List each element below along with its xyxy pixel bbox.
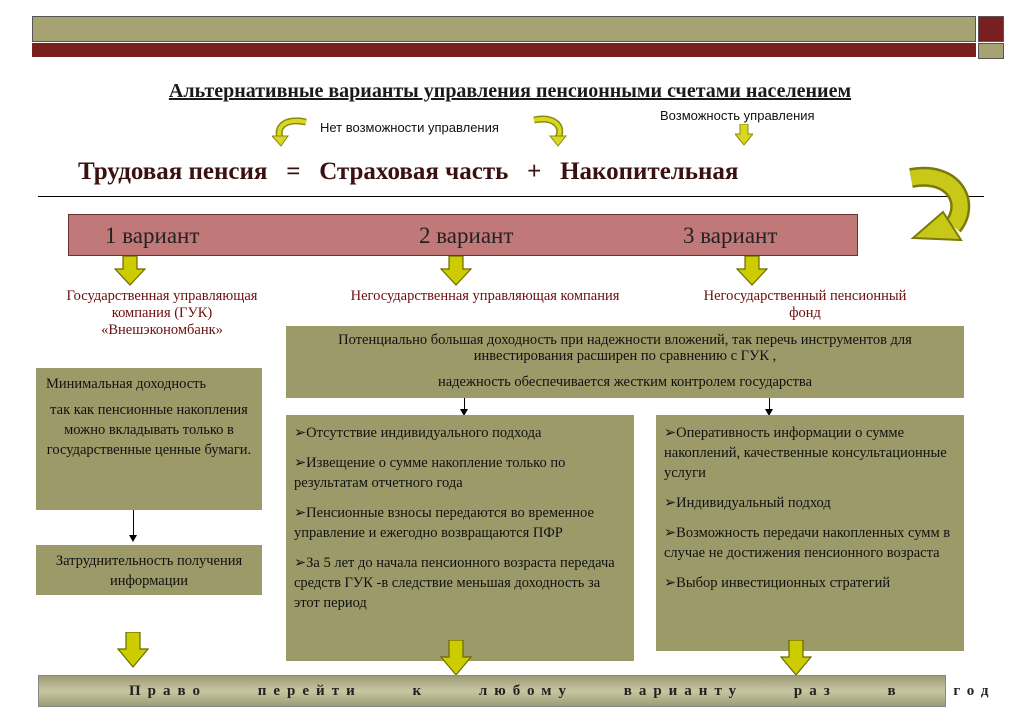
banner-corner-square-top — [978, 16, 1004, 42]
list-item: ➢За 5 лет до начала пенсионного возраста… — [294, 555, 615, 611]
list-item: ➢Отсутствие индивидуального подхода — [294, 425, 542, 441]
box-npf-features: ➢Оперативность информации о сумме накопл… — [656, 415, 964, 651]
list-item: ➢Выбор инвестиционных стратегий — [664, 575, 891, 591]
variant-1-label: 1 вариант — [105, 223, 200, 248]
box-gov-min-yield-text: так как пенсионные накопления можно вкла… — [46, 402, 252, 458]
bottom-bar-text: Право перейти к любому варианту раз в го… — [129, 683, 996, 699]
variant-3-label: 3 вариант — [683, 223, 778, 248]
box-nongov-company-features: ➢Отсутствие индивидуального подхода ➢Изв… — [286, 415, 634, 661]
down-arrow-icon — [117, 632, 149, 668]
pension-formula: Трудовая пенсия = Страховая часть + Нако… — [78, 158, 738, 186]
box-advantages-text-1: Потенциально большая доходность при наде… — [338, 332, 912, 364]
no-control-label: Нет возможности управления — [320, 120, 499, 135]
variants-bar: 1 вариант 2 вариант 3 вариант — [68, 214, 858, 256]
down-arrow-icon — [736, 256, 768, 286]
down-arrow-icon — [440, 640, 472, 676]
box-gov-min-yield: Минимальная доходность так как пенсионны… — [36, 368, 262, 510]
list-item: ➢Оперативность информации о сумме накопл… — [664, 425, 947, 481]
formula-insurance-part: Страховая часть — [319, 158, 509, 185]
control-label: Возможность управления — [660, 108, 815, 123]
banner-corner-square-bottom — [978, 43, 1004, 59]
big-curved-arrow-icon — [909, 166, 971, 242]
connector-arrow — [129, 510, 137, 542]
org-nongov-company-label: Негосударственная управляющая компания — [350, 288, 620, 304]
connector-arrow — [460, 398, 468, 416]
variant-2-label: 2 вариант — [419, 223, 514, 248]
box-gov-min-yield-title: Минимальная доходность — [46, 376, 207, 392]
list-item: ➢Пенсионные взносы передаются во временн… — [294, 505, 594, 541]
curved-arrow-right-icon — [533, 115, 568, 147]
page-title: Альтернативные варианты управления пенси… — [168, 80, 852, 102]
list-item: ➢Извещение о сумме накопление только по … — [294, 455, 566, 491]
top-banner — [32, 16, 976, 58]
formula-plus: + — [527, 158, 542, 185]
curved-arrow-left-icon — [272, 117, 307, 147]
divider-line — [38, 196, 984, 197]
list-item: ➢Индивидуальный подход — [664, 495, 831, 511]
box-gov-info-difficulty: Затруднительность получения информации — [36, 545, 262, 595]
down-arrow-small-icon — [735, 124, 753, 146]
down-arrow-icon — [114, 256, 146, 286]
banner-maroon-stripe — [32, 43, 976, 57]
connector-arrow — [765, 398, 773, 416]
banner-olive-stripe — [32, 16, 976, 42]
box-advantages-text-2: надежность обеспечивается жестким контро… — [437, 374, 813, 390]
box-advantages-nongov: Потенциально большая доходность при наде… — [286, 326, 964, 398]
org-gov-label: Государственная управляющая компания (ГУ… — [66, 288, 258, 338]
formula-labor-pension: Трудовая пенсия — [78, 158, 268, 185]
formula-equals: = — [286, 158, 301, 185]
formula-funded-part: Накопительная — [560, 158, 739, 185]
bottom-bar: Право перейти к любому варианту раз в го… — [38, 675, 988, 707]
down-arrow-icon — [440, 256, 472, 286]
org-npf-label: Негосударственный пенсионный фонд — [703, 288, 907, 321]
list-item: ➢Возможность передачи накопленных сумм в… — [664, 525, 951, 561]
down-arrow-icon — [780, 640, 812, 676]
